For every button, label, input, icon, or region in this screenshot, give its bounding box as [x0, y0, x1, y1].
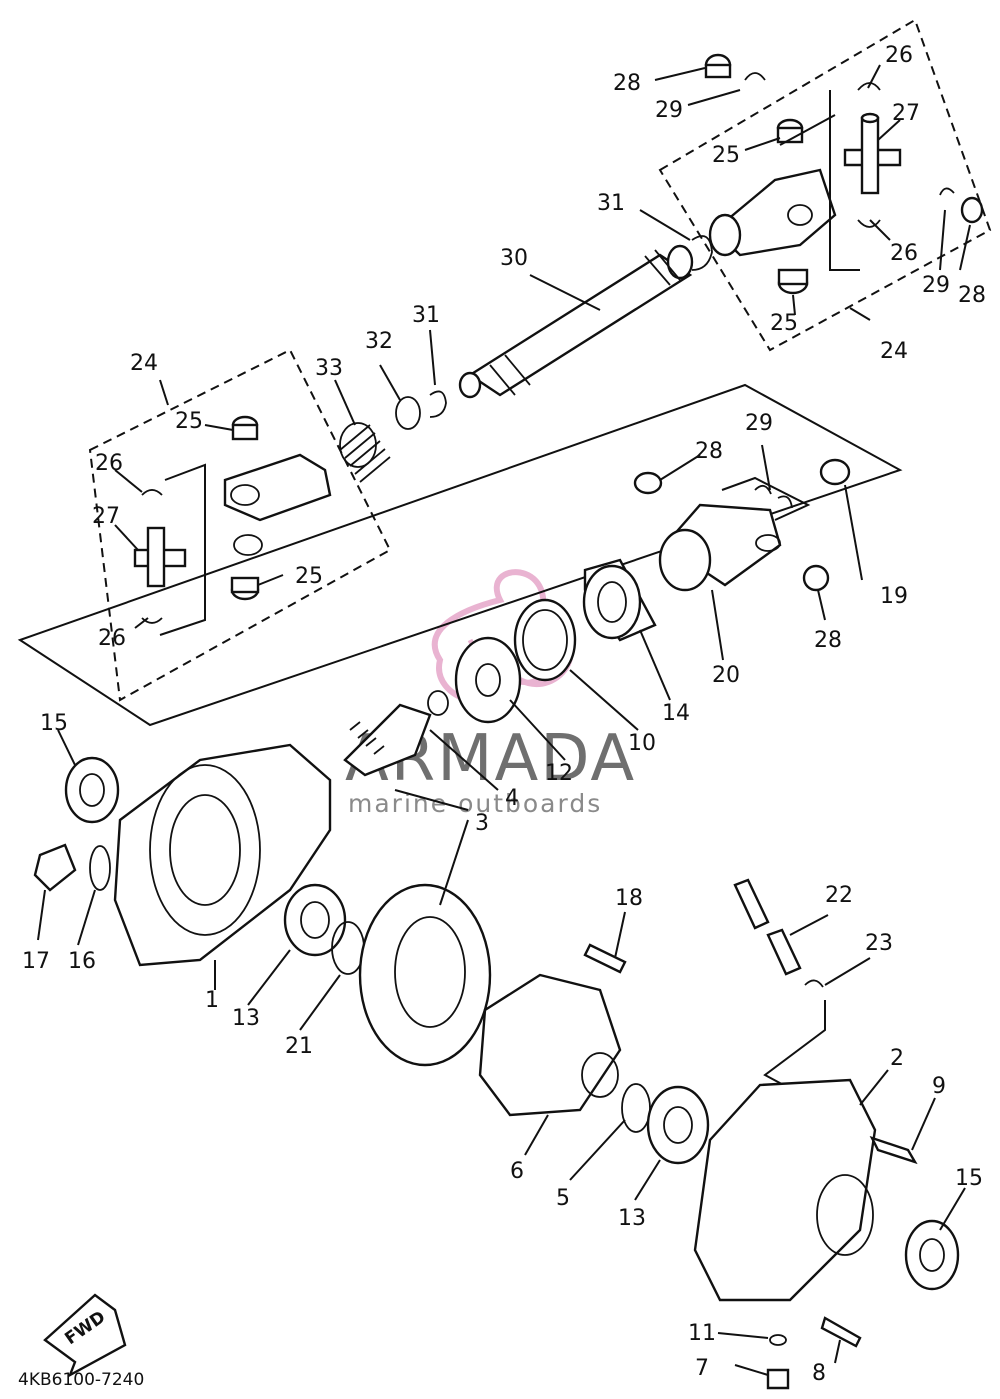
callout-28: 28	[958, 283, 986, 308]
callout-23: 23	[865, 931, 893, 956]
callout-31: 31	[597, 191, 625, 216]
callout-19: 19	[880, 584, 908, 609]
callout-26: 26	[95, 451, 123, 476]
callout-9: 9	[932, 1074, 946, 1099]
callout-21: 21	[285, 1034, 313, 1059]
callout-28: 28	[613, 71, 641, 96]
callout-1: 1	[205, 988, 219, 1013]
callout-29: 29	[745, 411, 773, 436]
callout-2: 2	[890, 1046, 904, 1071]
callout-25: 25	[770, 311, 798, 336]
group-box-24-upper	[658, 18, 992, 352]
callout-27: 27	[892, 101, 920, 126]
callout-15: 15	[40, 711, 68, 736]
fwd-arrow-icon: FWD	[43, 1293, 127, 1378]
callout-26: 26	[98, 626, 126, 651]
callout-8: 8	[812, 1361, 826, 1386]
callout-29: 29	[922, 273, 950, 298]
callout-28: 28	[695, 439, 723, 464]
rear-housing	[693, 1078, 960, 1390]
callout-26: 26	[890, 241, 918, 266]
callout-17: 17	[22, 949, 50, 974]
callout-10: 10	[628, 731, 656, 756]
callout-20: 20	[712, 663, 740, 688]
callout-29: 29	[655, 98, 683, 123]
spring-washer-clip	[339, 390, 447, 483]
callout-33: 33	[315, 356, 343, 381]
ring-gear-set	[283, 883, 492, 1067]
callout-4: 4	[505, 786, 519, 811]
callout-14: 14	[662, 701, 690, 726]
upper-universal-joint	[704, 53, 984, 295]
callout-13: 13	[618, 1206, 646, 1231]
callout-15: 15	[955, 1166, 983, 1191]
lower-universal-joint	[133, 415, 332, 636]
pins	[733, 878, 831, 1111]
watermark-tagline: marine outboards	[348, 789, 602, 818]
callout-32: 32	[365, 329, 393, 354]
callout-31: 31	[412, 303, 440, 328]
front-housing	[33, 743, 332, 967]
callout-28: 28	[814, 628, 842, 653]
callout-25: 25	[295, 564, 323, 589]
coupling-yoke	[633, 458, 851, 592]
callout-labels: 28 29 26 27 25 31 26 29 28 30 25 24 32 3…	[22, 43, 986, 1386]
differential-case	[478, 943, 710, 1165]
callout-25: 25	[175, 409, 203, 434]
callout-3: 3	[475, 811, 489, 836]
drawing-code: 4KB6100-7240	[18, 1370, 144, 1390]
pinion-assembly	[343, 558, 657, 777]
group-box-24-lower	[88, 348, 392, 702]
leader-lines	[37, 64, 971, 1376]
callout-30: 30	[500, 246, 528, 271]
callout-24: 24	[880, 339, 908, 364]
callout-22: 22	[825, 883, 853, 908]
callout-11: 11	[688, 1321, 716, 1346]
callout-6: 6	[510, 1159, 524, 1184]
callout-18: 18	[615, 886, 643, 911]
callout-7: 7	[695, 1356, 709, 1381]
callout-27: 27	[92, 504, 120, 529]
callout-16: 16	[68, 949, 96, 974]
frame-assembly-outline	[17, 383, 903, 727]
callout-5: 5	[556, 1186, 570, 1211]
callout-25: 25	[712, 143, 740, 168]
callout-13: 13	[232, 1006, 260, 1031]
drive-shaft	[458, 235, 713, 399]
callout-26: 26	[885, 43, 913, 68]
callout-12: 12	[545, 761, 573, 786]
callout-24: 24	[130, 351, 158, 376]
